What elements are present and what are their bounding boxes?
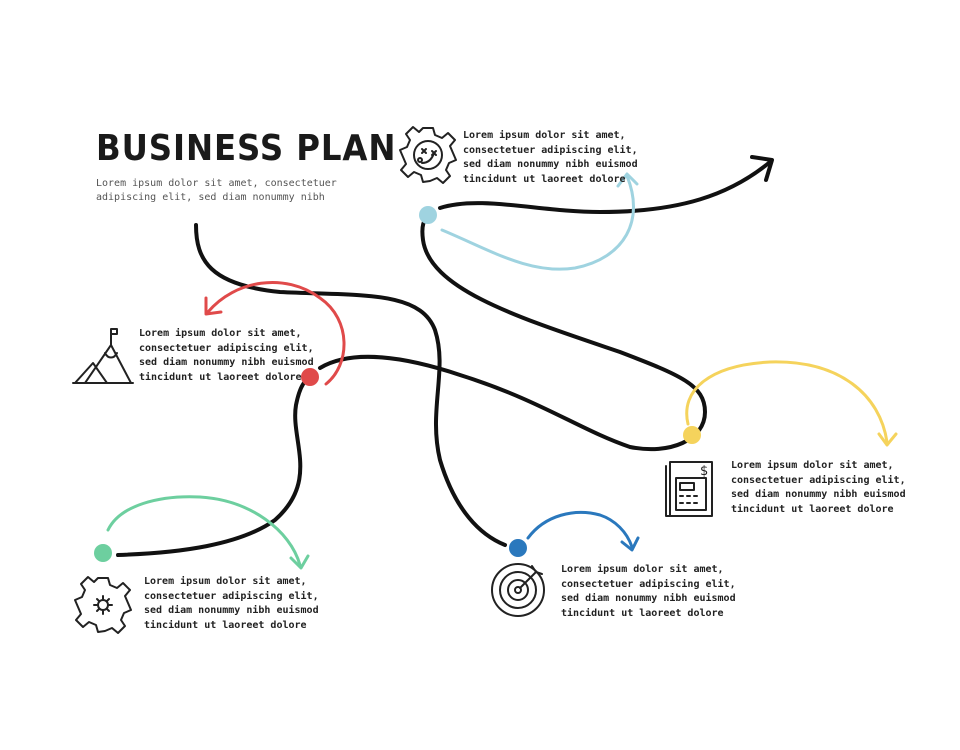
calculator-document-icon: $ (665, 461, 713, 517)
red-arrowhead (204, 296, 223, 316)
path-red-yellow (318, 214, 707, 452)
red-arrow (206, 280, 346, 386)
dot-light-blue (419, 206, 437, 224)
path-green-red (116, 374, 314, 557)
step-text-finance: Lorem ipsum dolor sit amet, consectetuer… (731, 460, 906, 515)
step-text-settings: Lorem ipsum dolor sit amet, consectetuer… (144, 576, 319, 631)
mountain-flag-icon (72, 328, 134, 384)
arrowhead-main (750, 155, 774, 182)
blue-arrow (526, 510, 634, 549)
step-text-target: Lorem ipsum dolor sit amet, consectetuer… (561, 564, 736, 619)
dot-yellow (683, 426, 701, 444)
page-subtitle: Lorem ipsum dolor sit amet, consectetuer… (96, 178, 337, 203)
yellow-arrow (685, 360, 889, 444)
dollar-sign: $ (700, 464, 708, 479)
path-top-left (194, 223, 507, 547)
step-text-strategy: Lorem ipsum dolor sit amet, consectetuer… (463, 130, 638, 185)
dot-green (94, 544, 112, 562)
light-blue-arrow (440, 174, 635, 271)
light-blue-arrowhead (616, 172, 639, 188)
gear-icon (74, 576, 132, 634)
path-blue-arrow (438, 160, 772, 214)
step-text-goal: Lorem ipsum dolor sit amet, consectetuer… (139, 328, 314, 383)
green-arrowhead (289, 554, 310, 570)
gear-strategy-icon (399, 126, 457, 184)
dot-blue (509, 539, 527, 557)
green-arrow (106, 495, 302, 567)
dot-red (301, 368, 319, 386)
blue-arrowhead (620, 536, 640, 552)
main-paths (116, 155, 774, 557)
page-title: BUSINESS PLAN (96, 128, 397, 169)
yellow-arrowhead (877, 432, 898, 447)
target-icon (491, 563, 545, 617)
